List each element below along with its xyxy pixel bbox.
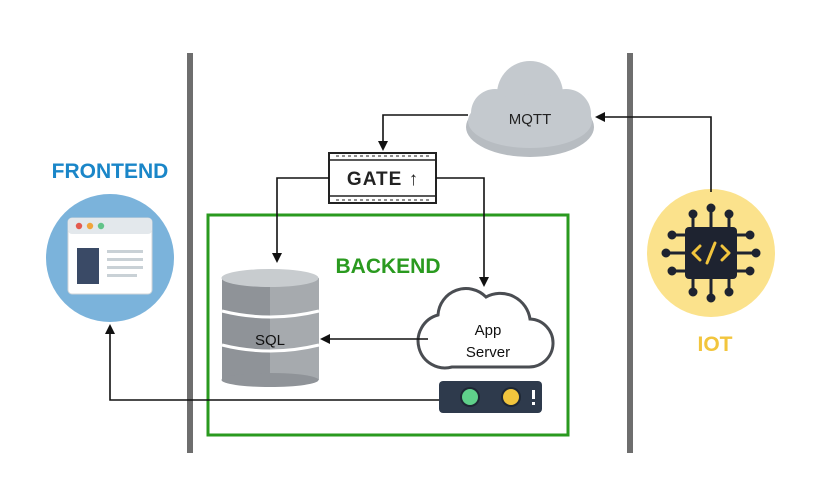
app-server-label-line1: App — [475, 322, 502, 339]
frontend-label: FRONTEND — [52, 160, 169, 183]
gate-label: GATE ↑ — [347, 169, 419, 190]
backend-label: BACKEND — [336, 255, 441, 278]
mqtt-cloud-icon — [466, 61, 594, 157]
chip-icon — [647, 189, 775, 317]
app-server-cloud-icon — [416, 287, 555, 370]
arrow-mqtt-to-gate — [378, 114, 468, 151]
database-icon — [221, 269, 320, 387]
arrow-gate-to-sql — [272, 177, 329, 263]
browser-window-icon — [46, 194, 174, 322]
gate-sign-icon — [328, 152, 437, 204]
server-device-icon — [439, 381, 542, 413]
arrow-gate-to-app-server — [436, 177, 489, 287]
arrow-iot-to-mqtt — [595, 112, 712, 192]
arrow-server-to-frontend — [105, 324, 439, 401]
sql-label: SQL — [255, 332, 285, 349]
app-server-label-line2: Server — [466, 344, 510, 361]
iot-label: IOT — [698, 333, 733, 356]
backend-box — [206, 213, 570, 437]
left-divider — [187, 53, 193, 453]
mqtt-label: MQTT — [509, 111, 552, 128]
right-divider — [627, 53, 633, 453]
